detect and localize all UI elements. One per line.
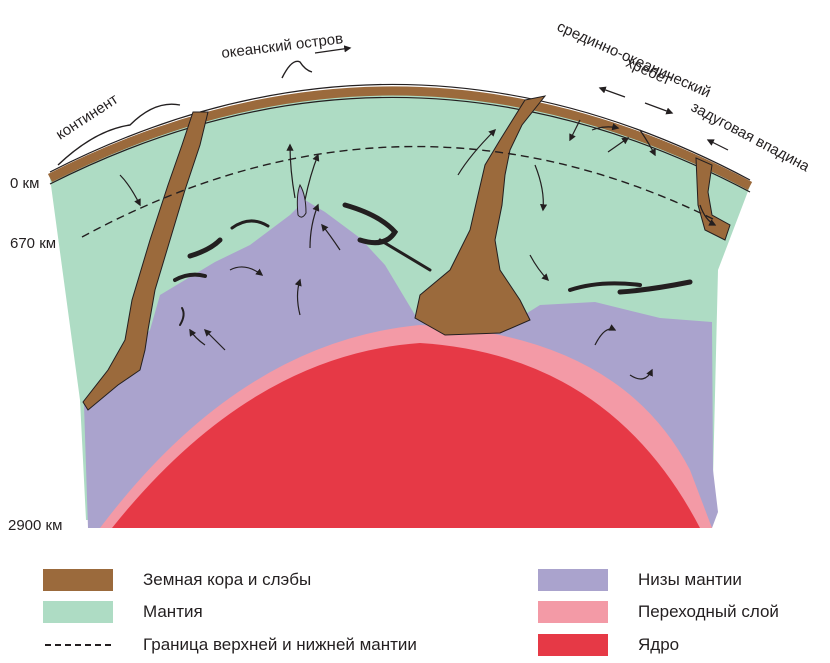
depth-670: 670 км (10, 235, 56, 252)
label-continent: континент (53, 91, 121, 144)
label-ocean-island: океанский остров (220, 30, 344, 62)
depth-2900: 2900 км (8, 517, 62, 534)
ocean-island-outline (282, 61, 312, 78)
depth-0: 0 км (10, 175, 39, 192)
